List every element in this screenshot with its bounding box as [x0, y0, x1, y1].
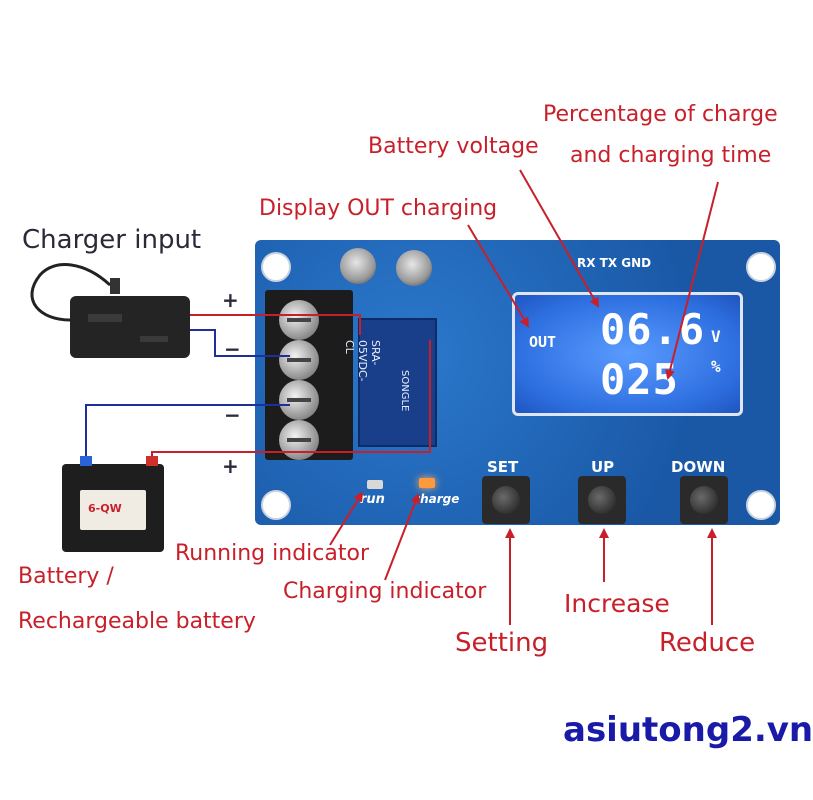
mount-hole	[746, 252, 776, 282]
terminal-screw	[279, 380, 319, 420]
wire-battery-negative	[85, 404, 290, 456]
terminal-screw	[279, 300, 319, 340]
charger-adapter	[70, 296, 190, 358]
terminal-minus-2: −	[224, 403, 241, 427]
set-silk: SET	[487, 458, 519, 476]
run-led	[367, 480, 383, 489]
arrow-percentage	[665, 181, 719, 380]
charge-silk: charge	[413, 492, 460, 506]
terminal-block	[265, 290, 353, 460]
arrow-battery-voltage	[519, 169, 599, 308]
charger-vent	[140, 336, 168, 342]
wire-charger-positive	[190, 314, 361, 335]
terminal-plus-top: +	[222, 288, 239, 312]
capacitor	[396, 250, 432, 286]
relay: SRA-05VDC-CL SONGLE	[343, 318, 437, 447]
label-battery-line2: Rechargeable battery	[18, 609, 256, 634]
label-reduce: Reduce	[659, 628, 756, 658]
lcd-voltage: 06.6	[600, 305, 706, 354]
lcd-out-label: OUT	[529, 333, 557, 351]
label-increase: Increase	[564, 589, 670, 618]
mount-hole	[746, 490, 776, 520]
mount-hole	[261, 490, 291, 520]
terminal-minus-1: −	[224, 337, 241, 361]
label-setting: Setting	[455, 628, 549, 658]
arrow-running	[329, 491, 364, 546]
wire-charger-negative	[190, 329, 290, 357]
arrow-charging	[384, 493, 420, 581]
header-label: RX TX GND	[577, 256, 652, 270]
watermark: asiutong2.vn	[563, 710, 813, 750]
label-charging-indicator: Charging indicator	[283, 579, 487, 604]
terminal-plus-bottom: +	[222, 454, 239, 478]
terminal-screw	[279, 340, 319, 380]
battery-sticker-text: 6-QW	[88, 502, 122, 515]
label-battery-voltage: Battery voltage	[368, 134, 539, 159]
battery-terminal-negative	[80, 456, 92, 466]
lcd-percent: 025	[600, 355, 679, 404]
lcd-voltage-unit: V	[711, 327, 721, 346]
charge-led	[419, 478, 435, 488]
label-percentage-line1: Percentage of charge	[543, 102, 778, 127]
down-button[interactable]	[680, 476, 728, 524]
down-silk: DOWN	[671, 458, 726, 476]
arrow-display-out	[467, 224, 530, 328]
label-percentage-line2: and charging time	[570, 143, 772, 168]
label-battery-line1: Battery /	[18, 564, 114, 589]
battery-terminal-positive	[146, 456, 158, 466]
run-silk: run	[360, 492, 385, 507]
lcd-percent-unit: %	[711, 357, 721, 376]
set-button[interactable]	[482, 476, 530, 524]
plug-icon	[110, 278, 120, 294]
label-charger-input: Charger input	[22, 225, 202, 255]
battery-sticker: 6-QW	[80, 490, 146, 530]
lcd-display: OUT 06.6 V 025 %	[512, 292, 743, 416]
up-silk: UP	[591, 458, 615, 476]
charger-vent	[88, 314, 122, 322]
label-running-indicator: Running indicator	[175, 541, 369, 566]
terminal-screw	[279, 420, 319, 460]
up-button[interactable]	[578, 476, 626, 524]
label-display-out: Display OUT charging	[259, 196, 498, 221]
battery: 6-QW	[62, 464, 164, 552]
mount-hole	[261, 252, 291, 282]
charger-cable	[30, 263, 112, 322]
capacitor	[340, 248, 376, 284]
wire-battery-positive	[151, 340, 431, 456]
